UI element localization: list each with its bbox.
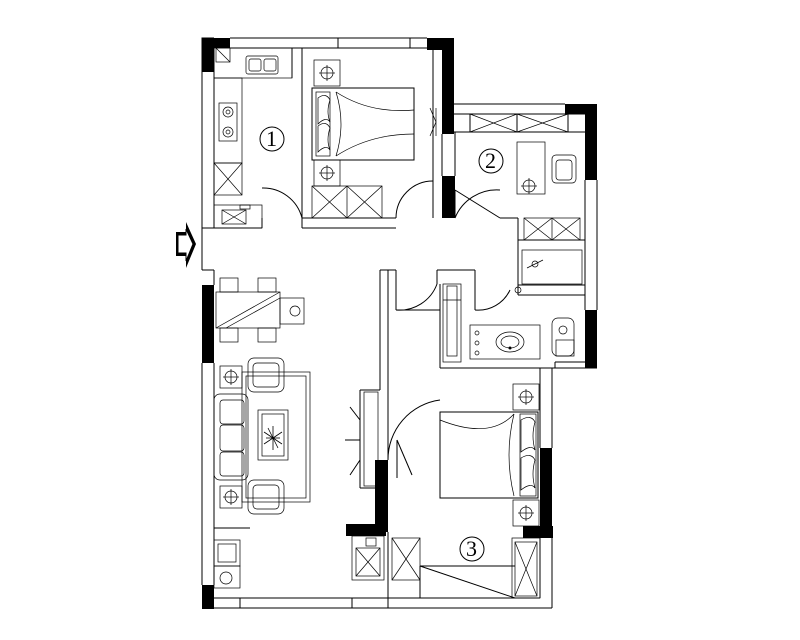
bathroom [442,249,583,363]
wall-lines [201,37,598,609]
bedroom-3: 3 [351,383,541,599]
room-2: 2 [469,113,581,241]
room-number-3: 3 [466,536,477,561]
room-number-2: 2 [485,148,496,173]
kitchen [213,47,293,229]
walls [202,38,597,609]
doors [261,180,511,478]
living-room [213,357,379,589]
bedroom-1: 1 [259,59,437,219]
dining [215,277,305,343]
room-number-1: 1 [266,126,277,151]
entry-arrow-icon [176,222,196,268]
